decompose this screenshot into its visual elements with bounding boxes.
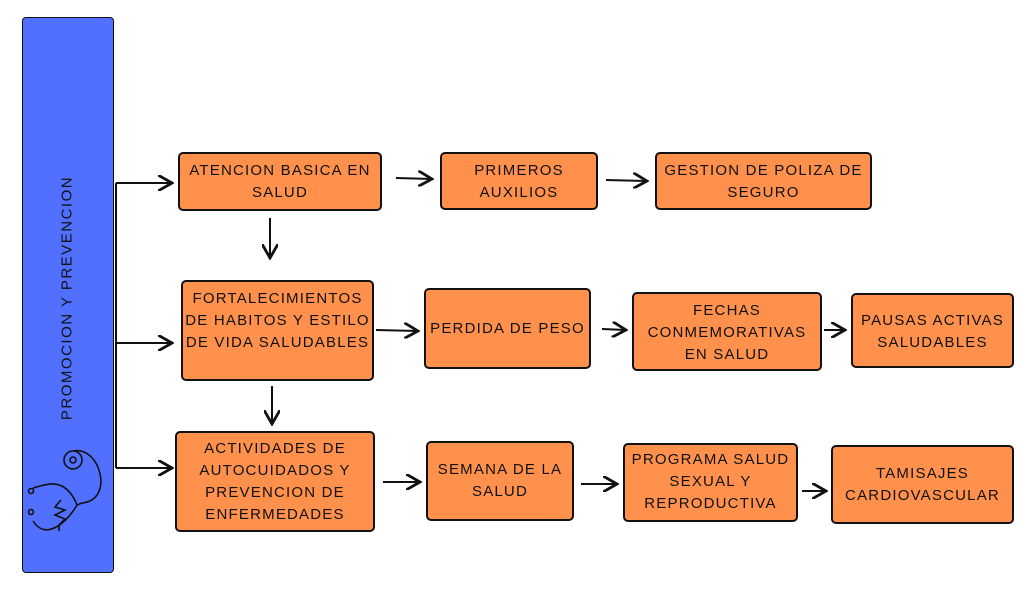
box-primeros-auxilios: PRIMEROS AUXILIOS: [440, 152, 598, 210]
box-semana-salud: SEMANA DE LA SALUD: [426, 441, 574, 521]
box-pausas-activas: PAUSAS ACTIVAS SALUDABLES: [851, 293, 1014, 368]
arrow: [605, 180, 647, 181]
box-gestion-poliza: GESTION DE POLIZA DE SEGURO: [655, 152, 872, 210]
box-programa-salud-sexual: PROGRAMA SALUD SEXUAL Y REPRODUCTIVA: [623, 443, 798, 522]
box-actividades-autocuidado: ACTIVIDADES DE AUTOCUIDADOS Y PREVENCION…: [175, 431, 375, 532]
promocion-prevencion-panel: [22, 17, 114, 573]
box-fortalecimientos: FORTALECIMIENTOS DE HABITOS Y ESTILO DE …: [181, 280, 374, 381]
arrow: [375, 330, 418, 331]
arrow: [601, 329, 626, 330]
box-atencion-basica: ATENCION BASICA EN SALUD: [178, 152, 382, 211]
arrow: [395, 178, 432, 179]
box-perdida-peso: PERDIDA DE PESO: [424, 288, 591, 369]
box-fechas-conmemorativas: FECHAS CONMEMORATIVAS EN SALUD: [632, 292, 822, 371]
stethoscope-icon: [27, 449, 102, 531]
box-tamisajes: TAMISAJES CARDIOVASCULAR: [831, 445, 1014, 524]
